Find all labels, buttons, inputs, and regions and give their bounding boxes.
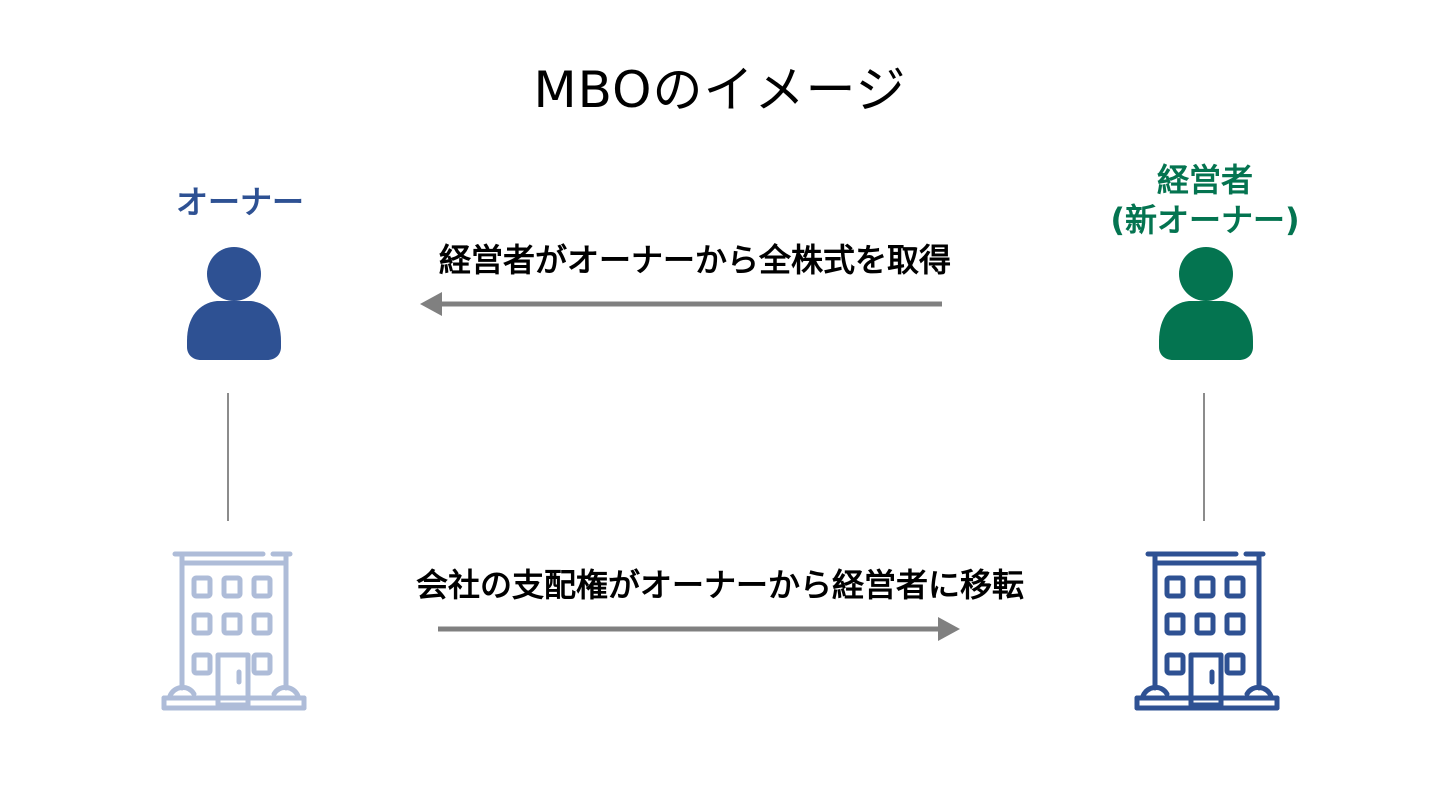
page-title: MBOのイメージ [533, 61, 907, 119]
owner-label: オーナー [120, 182, 360, 222]
manager-label-line1: 経営者 [1156, 161, 1253, 199]
manager-label: 経営者 (新オーナー) [1040, 160, 1370, 240]
company-before-building-icon [161, 551, 307, 711]
right-arrow-icon [438, 617, 960, 641]
owner-person-icon [187, 247, 281, 360]
left-arrow-icon [420, 292, 942, 316]
company-after-building-icon [1134, 551, 1280, 711]
manager-connector-line [1203, 393, 1205, 521]
manager-label-line2: (新オーナー) [1110, 201, 1300, 239]
owner-connector-line [227, 393, 229, 521]
owner-label-text: オーナー [175, 183, 304, 221]
manager-person-icon [1159, 247, 1253, 360]
shares-flow-label: 経営者がオーナーから全株式を取得 [438, 241, 951, 279]
control-flow-label: 会社の支配権がオーナーから経営者に移転 [415, 566, 1024, 604]
